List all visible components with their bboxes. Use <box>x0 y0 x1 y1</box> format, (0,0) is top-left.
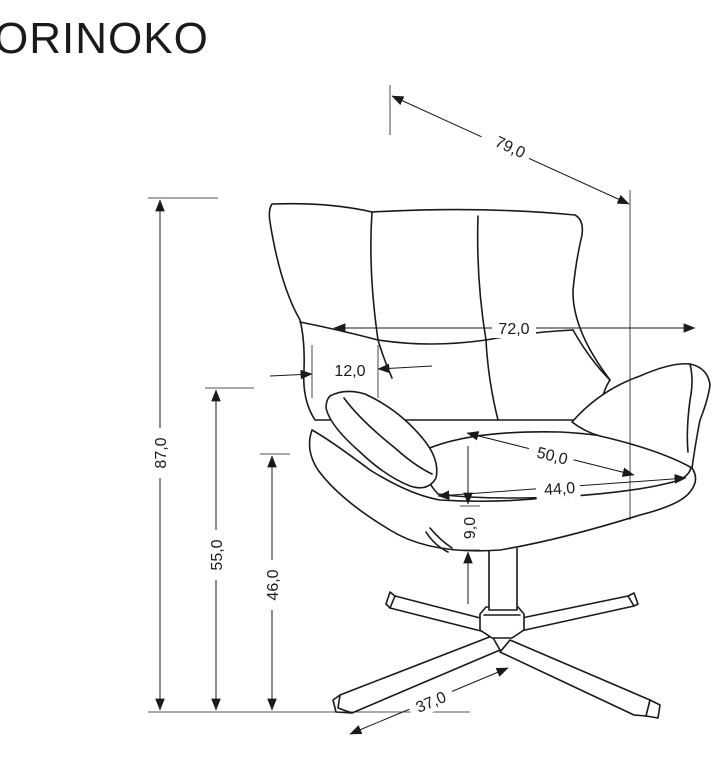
dim-label-72: 72,0 <box>498 321 529 338</box>
chair-backrest <box>268 202 611 421</box>
chair-column <box>488 548 518 611</box>
dim-label-12: 12,0 <box>334 363 365 380</box>
dim-label-87: 87,0 <box>153 437 170 468</box>
dim-label-55: 55,0 <box>209 539 226 570</box>
chair-base <box>332 591 661 719</box>
dim-base: 37,0 <box>349 667 509 735</box>
product-title: ORINOKO <box>0 14 209 63</box>
dim-width: 72,0 <box>333 318 696 338</box>
dim-armrest-height: 55,0 <box>205 387 254 711</box>
dim-total-height: 87,0 <box>148 197 470 713</box>
dim-label-46: 46,0 <box>265 569 282 600</box>
chair-left-armrest <box>325 390 438 489</box>
dim-seat-height: 46,0 <box>260 453 290 711</box>
dim-label-44: 44,0 <box>544 480 576 499</box>
dim-seat-depth: 50,0 <box>466 431 635 477</box>
chair-illustration <box>268 202 711 719</box>
dim-armrest-width: 12,0 <box>269 345 433 398</box>
dim-label-9: 9,0 <box>462 517 479 539</box>
dim-seat-thickness: 9,0 <box>460 446 480 604</box>
dim-seat-width: 44,0 <box>437 474 687 500</box>
